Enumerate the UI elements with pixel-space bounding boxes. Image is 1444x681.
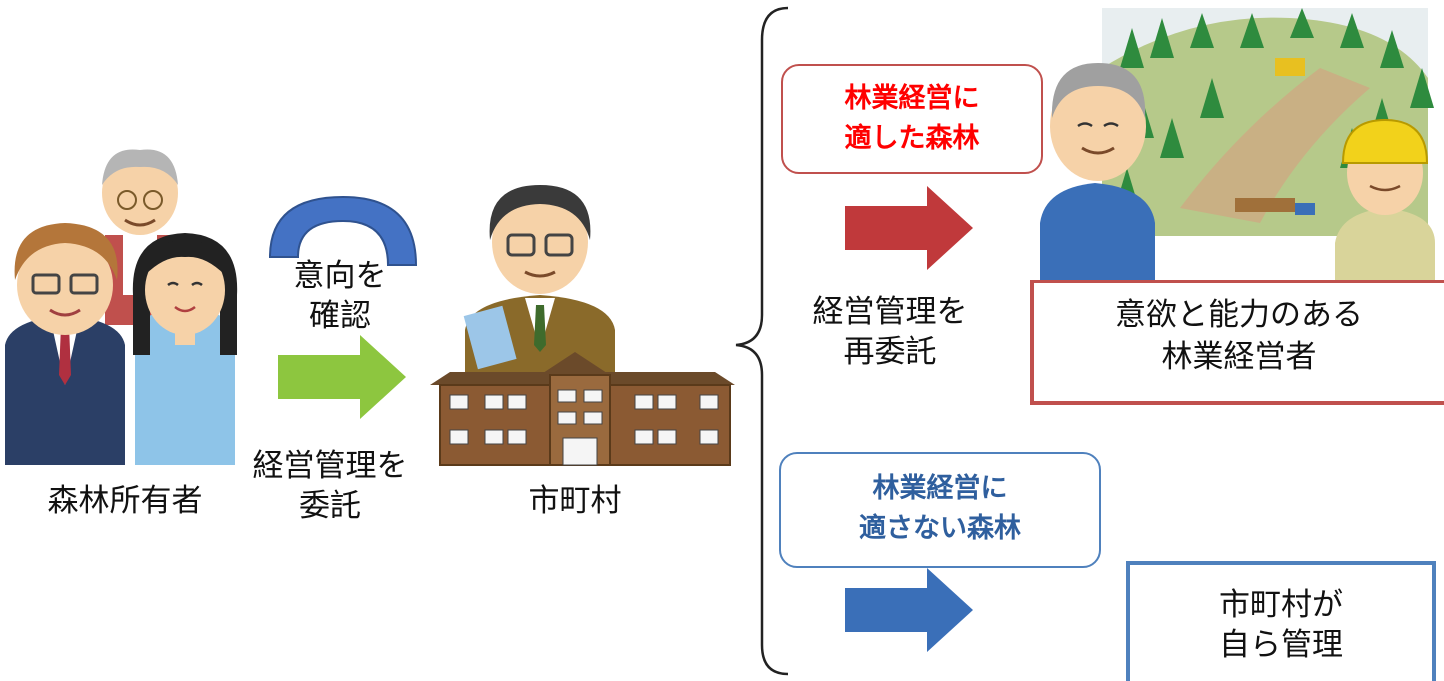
unsuitable-forest-box: 林業経営に 適さない森林	[779, 452, 1101, 568]
forestry-worker-figure	[1335, 118, 1435, 288]
forestry-scene-illustration	[1040, 8, 1435, 288]
entrust-label-line2: 委託	[299, 488, 361, 524]
branch-brace	[735, 6, 789, 676]
municipality-illustration	[430, 185, 735, 466]
reentrust-label-line1: 経営管理を	[812, 294, 968, 330]
female-owner-figure	[132, 233, 238, 465]
intention-arc-icon	[268, 195, 418, 266]
unsuitable-forest-line2: 適さない森林	[859, 513, 1021, 544]
confirm-label-line1: 意向を	[293, 258, 387, 294]
managers-label-line1: 意欲と能力のある	[1115, 297, 1363, 333]
entrust-arrow-icon	[278, 335, 406, 419]
forest-owners-illustration	[5, 149, 238, 465]
owners-label: 森林所有者	[47, 483, 203, 519]
unsuitable-forest-line1: 林業経営に	[872, 473, 1008, 504]
reentrust-label-line2: 再委託	[843, 334, 937, 370]
suitable-forest-line1: 林業経営に	[844, 83, 980, 114]
municipality-label: 市町村	[528, 483, 622, 519]
forestry-manager-figure	[1040, 63, 1155, 288]
self-manage-box: 市町村が 自ら管理	[1126, 561, 1436, 681]
self-manage-arrow-icon	[845, 568, 973, 652]
self-manage-line2: 自ら管理	[1219, 627, 1343, 663]
forestry-manager-box: 意欲と能力のある 林業経営者	[1030, 280, 1444, 405]
entrust-label-line1: 経営管理を	[252, 448, 408, 484]
reentrust-arrow-icon	[845, 186, 973, 270]
confirm-label-line2: 確認	[309, 298, 371, 334]
managers-label-line2: 林業経営者	[1161, 339, 1317, 375]
town-hall-building	[430, 352, 735, 466]
male-owner-figure	[5, 223, 125, 465]
suitable-forest-line2: 適した森林	[844, 123, 980, 154]
suitable-forest-box: 林業経営に 適した森林	[781, 64, 1043, 174]
self-manage-line1: 市町村が	[1219, 587, 1343, 623]
